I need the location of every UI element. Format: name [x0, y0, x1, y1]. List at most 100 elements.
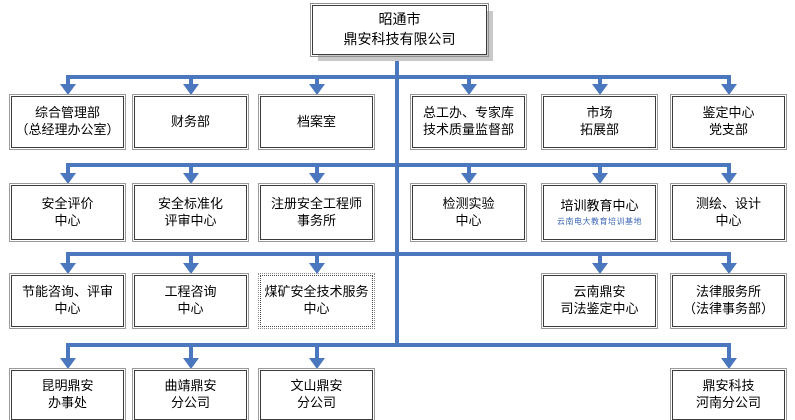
node-label-line2: 拓展部 [579, 123, 619, 138]
branch-arrow-r1-c6 [720, 84, 737, 95]
branch-arrow-r2-c2 [182, 173, 199, 184]
branch-stem-r4-c3 [314, 343, 319, 359]
node-label-line2: （总经理办公室） [15, 123, 120, 138]
root-node-line1: 昭通市 [378, 12, 421, 28]
branch-stem-r2-c3 [314, 163, 319, 174]
branch-stem-r4-c1 [65, 343, 70, 359]
branch-stem-r3-c2 [188, 252, 193, 264]
row-connector-bar-3 [65, 252, 731, 256]
node-sublabel: 云南电大教育培训基地 [557, 217, 642, 226]
branch-arrow-r1-c3 [308, 84, 325, 95]
node-label-line1: 注册安全工程师 [270, 196, 362, 212]
node-r3-c1[interactable]: 节能咨询、评审中心 [9, 273, 126, 329]
branch-stem-r2-c2 [188, 163, 193, 174]
branch-arrow-r4-c6 [720, 358, 737, 369]
node-label-line1: 综合管理部 [34, 106, 100, 121]
branch-arrow-r4-c3 [308, 358, 325, 369]
node-label-line1: 安全标准化 [157, 196, 223, 212]
row-connector-bar-4 [65, 343, 731, 347]
node-label-line2: 中心 [715, 213, 742, 229]
node-r4-c2[interactable]: 曲靖鼎安分公司 [132, 368, 249, 420]
branch-arrow-r1-c4 [460, 84, 477, 95]
branch-stem-r1-c2 [188, 75, 193, 85]
node-label-line1: 法律服务所 [695, 285, 761, 300]
branch-arrow-r3-c6 [720, 263, 737, 274]
node-r4-c3[interactable]: 文山鼎安分公司 [258, 368, 375, 420]
branch-stem-r1-c1 [65, 75, 70, 85]
node-r1-c5[interactable]: 市场拓展部 [541, 94, 658, 150]
branch-stem-r2-c4 [466, 163, 471, 174]
row-connector-bar-2 [65, 163, 731, 167]
node-r3-c3[interactable]: 煤矿安全技术服务中心 [258, 273, 375, 329]
root-node[interactable]: 昭通市鼎安科技有限公司 [310, 3, 489, 57]
node-label-line1: 测绘、设计 [695, 196, 761, 212]
branch-arrow-r3-c5 [591, 263, 608, 274]
node-label-line1: 工程咨询 [164, 285, 217, 300]
node-r4-c6[interactable]: 鼎安科技河南分公司 [670, 368, 787, 420]
branch-stem-r2-c6 [726, 163, 731, 174]
branch-stem-r2-c5 [597, 163, 602, 174]
node-r3-c5[interactable]: 云南鼎安司法鉴定中心 [541, 273, 658, 329]
trunk-connector [395, 55, 399, 347]
node-label-line2: 中心 [54, 302, 81, 317]
node-label-line2: 中心 [177, 302, 204, 317]
node-label-line1: 煤矿安全技术服务 [264, 285, 369, 300]
branch-stem-r1-c5 [597, 75, 602, 85]
node-r4-c1[interactable]: 昆明鼎安办事处 [9, 368, 126, 420]
node-r1-c2[interactable]: 财务部 [132, 94, 249, 150]
node-label-line2: 分公司 [170, 396, 210, 411]
node-r3-c6[interactable]: 法律服务所（法律事务部） [670, 273, 787, 329]
row-connector-bar-1 [65, 75, 731, 79]
node-r2-c6[interactable]: 测绘、设计中心 [670, 183, 787, 242]
node-label-line2: 河南分公司 [695, 396, 761, 411]
branch-arrow-r3-c3 [308, 263, 325, 274]
node-label-line2: 中心 [54, 213, 81, 229]
node-r1-c3[interactable]: 档案室 [258, 94, 375, 150]
node-label-line2: 中心 [303, 302, 330, 317]
node-r2-c1[interactable]: 安全评价中心 [9, 183, 126, 242]
node-r2-c5[interactable]: 培训教育中心云南电大教育培训基地 [541, 183, 658, 242]
branch-stem-r4-c2 [188, 343, 193, 359]
node-label-line1: 文山鼎安 [290, 379, 343, 394]
node-label-line2: 评审中心 [164, 213, 217, 229]
node-label-line2: 党支部 [708, 123, 748, 138]
node-label-line2: 分公司 [296, 396, 336, 411]
branch-arrow-r1-c5 [591, 84, 608, 95]
node-r2-c3[interactable]: 注册安全工程师事务所 [258, 183, 375, 242]
branch-arrow-r2-c3 [308, 173, 325, 184]
branch-arrow-r4-c1 [59, 358, 76, 369]
node-label-line1: 节能咨询、评审 [21, 285, 113, 300]
branch-arrow-r2-c5 [591, 173, 608, 184]
node-r3-c2[interactable]: 工程咨询中心 [132, 273, 249, 329]
node-label-line2: 技术质量监督部 [422, 123, 514, 138]
root-node-line2: 鼎安科技有限公司 [343, 32, 456, 48]
branch-arrow-r1-c2 [182, 84, 199, 95]
node-r2-c2[interactable]: 安全标准化评审中心 [132, 183, 249, 242]
node-label-line2: 办事处 [47, 396, 87, 411]
branch-stem-r3-c6 [726, 252, 731, 264]
branch-stem-r3-c1 [65, 252, 70, 264]
node-r1-c1[interactable]: 综合管理部 （总经理办公室） [9, 94, 126, 150]
branch-arrow-r3-c1 [59, 263, 76, 274]
branch-stem-r1-c4 [466, 75, 471, 85]
node-label-line1: 总工办、专家库 [422, 106, 514, 121]
branch-arrow-r2-c1 [59, 173, 76, 184]
node-label-line2: 事务所 [296, 213, 336, 229]
node-label-line2: 司法鉴定中心 [560, 302, 639, 317]
branch-arrow-r4-c2 [182, 358, 199, 369]
node-r2-c4[interactable]: 检测实验中心 [410, 183, 527, 242]
branch-stem-r3-c5 [597, 252, 602, 264]
branch-stem-r4-c6 [726, 343, 731, 359]
node-label-line1: 曲靖鼎安 [164, 379, 217, 394]
node-label-line1: 档案室 [296, 114, 336, 130]
node-label-line1: 昆明鼎安 [41, 379, 94, 394]
branch-arrow-r3-c2 [182, 263, 199, 274]
node-label-line1: 鼎安科技 [702, 379, 755, 394]
node-r1-c4[interactable]: 总工办、专家库技术质量监督部 [410, 94, 527, 150]
node-label-line1: 培训教育中心 [560, 199, 639, 214]
node-label-line1: 安全评价 [41, 196, 94, 212]
node-label-line1: 财务部 [170, 114, 210, 130]
node-r1-c6[interactable]: 鉴定中心党支部 [670, 94, 787, 150]
node-label-line2: 中心 [455, 213, 482, 229]
